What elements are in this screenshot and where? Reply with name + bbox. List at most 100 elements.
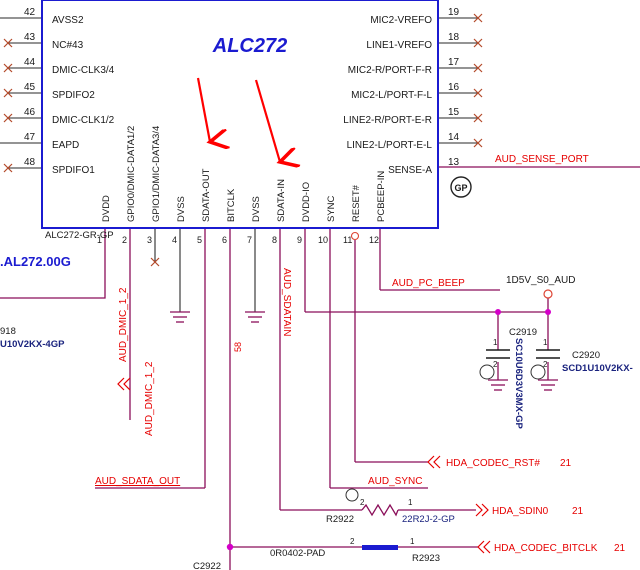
r2922-pin-left: 2 [360, 498, 365, 507]
capacitor-c2919 [486, 349, 510, 359]
pin-name-42: AVSS2 [52, 15, 84, 26]
c2920-pin-top: 1 [543, 338, 548, 347]
c2919-value: SC10U6D3V3MX-GP [513, 338, 524, 429]
net-pc-beep: AUD_PC_BEEP [392, 278, 465, 289]
chip-title: ALC272 [212, 35, 287, 57]
r2923-value: 0R0402-PAD [270, 548, 325, 559]
net-sync: AUD_SYNC [368, 476, 422, 487]
chip-part-number: ALC272-GR-GP [45, 230, 114, 241]
flag-codec-rst [427, 455, 441, 469]
pin-num-43: 43 [24, 32, 36, 43]
capacitors [486, 349, 560, 359]
pin-stubs [0, 17, 478, 312]
nc-mark-46 [3, 113, 13, 123]
c2919-pin-top: 1 [493, 338, 498, 347]
pin-num-5: 5 [197, 235, 202, 245]
flag-codec-bitclk [477, 540, 491, 554]
pin-name-15: LINE2-R/PORT-E-R [343, 115, 432, 126]
pin-num-1: 1 [97, 235, 102, 245]
ground-symbol-c2920 [538, 362, 558, 391]
r2923-pin-right: 1 [410, 537, 415, 546]
pin-num-19: 19 [448, 7, 460, 18]
pin-name-19: MIC2-VREFO [370, 15, 432, 26]
right-pin-list: MIC2-VREFO 19 LINE1-VREFO 18 MIC2-R/PORT… [343, 7, 459, 176]
net-power: 1D5V_S0_AUD [506, 275, 575, 286]
test-points [345, 364, 546, 502]
pin-num-6: 6 [222, 235, 227, 245]
nc-mark-3 [150, 257, 160, 267]
bottom-pin-numbers: 1 2 3 4 5 6 7 8 9 10 11 12 [97, 235, 379, 245]
net-sense-port: AUD_SENSE_PORT [495, 154, 589, 165]
pin-name-17: MIC2-R/PORT-F-R [348, 65, 432, 76]
nc-mark-14 [473, 138, 483, 148]
chip-part-label: .AL272.00G [0, 254, 71, 269]
pin-num-7: 7 [247, 235, 252, 245]
pin-num-4: 4 [172, 235, 177, 245]
r2922-ref: R2922 [326, 514, 354, 525]
pin-name-9: DVDD-IO [301, 182, 312, 222]
pin-num-2: 2 [122, 235, 127, 245]
pin-name-5: SDATA-OUT [201, 168, 212, 222]
c2920-ref: C2920 [572, 350, 600, 361]
pin-num-3: 3 [147, 235, 152, 245]
net-codec-bitclk: HDA_CODEC_BITCLK [494, 543, 598, 554]
pin-name-11: RESET# [351, 184, 362, 222]
ground-symbol-pin7 [245, 311, 265, 323]
test-point-c2920 [530, 364, 546, 380]
annotation-arrow-sdata-in [254, 79, 280, 162]
nc-mark-15 [473, 113, 483, 123]
gp-badge [450, 176, 472, 198]
annotation-arrow-sdata-out [196, 77, 210, 142]
reset-inversion-bubble [350, 231, 360, 241]
capacitor-c2920 [536, 349, 560, 359]
test-point-c2919 [479, 364, 495, 380]
r2923-pin-left: 2 [350, 537, 355, 546]
junction-power-2 [545, 309, 551, 315]
pin-name-13: SENSE-A [388, 165, 432, 176]
net-flags [117, 377, 491, 554]
nc-mark-18 [473, 38, 483, 48]
no-connect-marks [3, 13, 483, 267]
left-cap-ref: 918 [0, 326, 16, 337]
pin-name-16: MIC2-L/PORT-F-L [351, 90, 432, 101]
pin-name-43: NC#43 [52, 40, 84, 51]
net-codec-rst: HDA_CODEC_RST# [446, 458, 540, 469]
resistor-r2923 [362, 545, 398, 550]
pin-name-44: DMIC-CLK3/4 [52, 65, 115, 76]
pin-num-47: 47 [24, 132, 36, 143]
ground-symbol-pin4 [170, 311, 190, 323]
chip-body [41, 0, 439, 229]
c2920-value: SCD1U10V2KX- [562, 363, 633, 374]
junctions [226, 309, 551, 551]
nc-mark-44 [3, 63, 13, 73]
left-cap-value: U10V2KX-4GP [0, 339, 65, 350]
pin-name-45: SPDIFO2 [52, 90, 95, 101]
pin-num-16: 16 [448, 82, 460, 93]
pin-num-10: 10 [318, 235, 328, 245]
pin-name-7: DVSS [251, 196, 262, 222]
pin-num-18: 18 [448, 32, 460, 43]
nc-mark-16 [473, 88, 483, 98]
wires [0, 166, 640, 570]
flag-sdin0 [475, 503, 489, 517]
net-sdin0-page: 21 [572, 506, 584, 517]
net-sdatain: AUD_SDATAIN [281, 268, 292, 337]
nc-mark-17 [473, 63, 483, 73]
c2920-pin-bottom: 2 [543, 360, 548, 369]
power-terminal [543, 289, 553, 299]
pin-name-1: DVDD [101, 195, 112, 222]
r2922-value: 22R2J-2-GP [402, 514, 455, 525]
nc-mark-45 [3, 88, 13, 98]
net-sdata-out: AUD_SDATA_OUT [95, 476, 180, 487]
pin-name-10: SYNC [326, 195, 337, 222]
pin-num-13: 13 [448, 157, 460, 168]
net-dmic: AUD_DMIC_1_2 [118, 287, 129, 362]
c2919-ref: C2919 [509, 327, 537, 338]
pin-num-42: 42 [24, 7, 36, 18]
net-bitclk-node: 58 [233, 342, 243, 352]
ground-symbols [170, 311, 558, 391]
pin-num-11: 11 [343, 235, 352, 245]
net-dmic-port: AUD_DMIC_1_2 [144, 361, 155, 436]
gp-badge-label: GP [454, 183, 467, 193]
